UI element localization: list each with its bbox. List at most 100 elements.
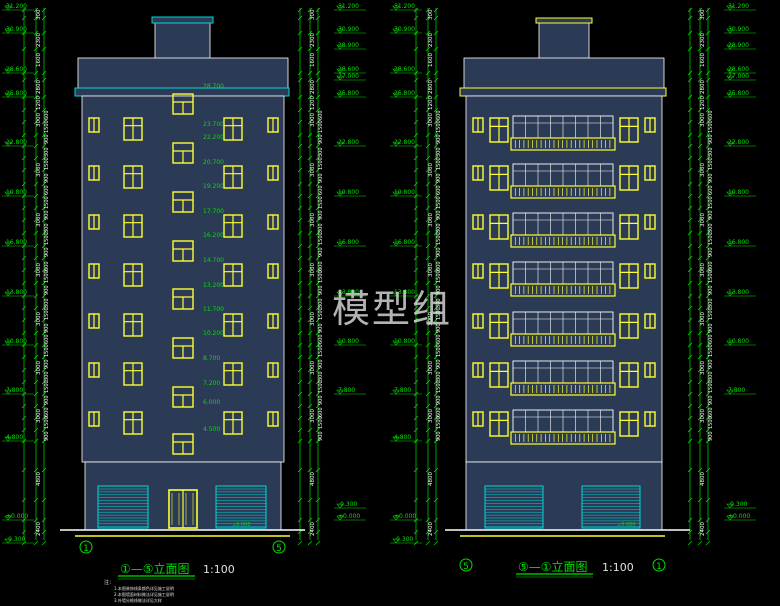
dimension-tick: [697, 540, 703, 546]
dimension-text: 300: [708, 371, 714, 381]
dimension-tick: [41, 403, 47, 409]
dimension-tick: [307, 167, 313, 173]
dimension-tick: [315, 415, 321, 421]
dimension-tick: [705, 354, 711, 360]
dimension-tick: [21, 230, 27, 236]
dimension-tick: [41, 30, 47, 36]
axis-label: 5: [463, 562, 469, 572]
level-label: 30.900: [338, 26, 359, 33]
dimension-tick: [425, 280, 431, 286]
dimension-tick: [33, 30, 39, 36]
dimension-text: 900: [318, 173, 324, 183]
level-marker: [336, 92, 344, 98]
dimension-text: 1500: [318, 120, 324, 133]
dimension-tick: [433, 107, 439, 113]
dimension-tick: [33, 119, 39, 125]
dimension-tick: [413, 217, 419, 223]
dimension-text: 900: [44, 173, 50, 183]
dimension-tick: [687, 77, 693, 83]
dimension-text: 900: [708, 247, 714, 257]
level-marker: [4, 538, 12, 544]
dimension-tick: [33, 15, 39, 21]
dimension-tick: [41, 230, 47, 236]
dimension-tick: [315, 30, 321, 36]
dimension-text: 1500: [44, 157, 50, 170]
dimension-text: 300: [36, 9, 42, 20]
dimension-tick: [425, 540, 431, 546]
stair-level-label: 17.700: [203, 208, 224, 215]
dimension-text: 600: [708, 334, 714, 344]
dimension-tick: [425, 46, 431, 52]
level-label: 27.000: [728, 73, 749, 80]
level-label: 16.800: [394, 239, 415, 246]
dimension-tick: [687, 143, 693, 149]
dimension-tick: [433, 529, 439, 535]
level-label: 28.600: [6, 66, 27, 73]
dimension-text: 3000: [700, 312, 706, 326]
dimension-tick: [697, 354, 703, 360]
dimension-tick: [705, 15, 711, 21]
level-marker: [4, 68, 12, 74]
dimension-tick: [697, 317, 703, 323]
dimension-tick: [425, 267, 431, 273]
level-label: 13.800: [728, 289, 749, 296]
level-marker: [726, 141, 734, 147]
dimension-tick: [705, 119, 711, 125]
level-label: 25.800: [6, 90, 27, 97]
dimension-tick: [315, 77, 321, 83]
dimension-tick: [433, 255, 439, 261]
dimension-tick: [425, 427, 431, 433]
dimension-text: 600: [44, 261, 50, 271]
dimension-tick: [425, 70, 431, 76]
dimension-tick: [705, 391, 711, 397]
dimension-tick: [687, 467, 693, 473]
dimension-tick: [33, 317, 39, 323]
level-marker: [726, 503, 734, 509]
dimension-tick: [687, 403, 693, 409]
dimension-tick: [687, 267, 693, 273]
dimension-tick: [433, 94, 439, 100]
level-marker: [336, 28, 344, 34]
dimension-tick: [425, 217, 431, 223]
dimension-tick: [413, 330, 419, 336]
dimension-tick: [705, 181, 711, 187]
dimension-tick: [297, 15, 303, 21]
dimension-text: 600: [318, 407, 324, 417]
dimension-tick: [413, 77, 419, 83]
dimension-tick: [41, 94, 47, 100]
balcony-railing: [510, 382, 616, 396]
dimension-text: 1600: [310, 53, 316, 67]
dimension-tick: [21, 305, 27, 311]
dimension-tick: [41, 467, 47, 473]
dimension-tick: [41, 391, 47, 397]
level-marker: [726, 340, 734, 346]
dimension-tick: [433, 342, 439, 348]
stair-level-label: 22.200: [203, 134, 224, 141]
dimension-tick: [297, 230, 303, 236]
dimension-tick: [297, 438, 303, 444]
dimension-text: 600: [436, 110, 442, 120]
dimension-tick: [697, 280, 703, 286]
dimension-tick: [705, 280, 711, 286]
dimension-tick: [315, 217, 321, 223]
dimension-tick: [41, 255, 47, 261]
dimension-tick: [697, 119, 703, 125]
dimension-tick: [297, 330, 303, 336]
level-label: 31.200: [728, 3, 749, 10]
level-label: 31.200: [6, 3, 27, 10]
dimension-tick: [433, 305, 439, 311]
dimension-text: 300: [318, 147, 324, 157]
dimension-tick: [315, 132, 321, 138]
dimension-tick: [697, 7, 703, 13]
level-marker: [726, 241, 734, 247]
dimension-tick: [697, 427, 703, 433]
dimension-tick: [697, 243, 703, 249]
roof-cornice: [74, 87, 290, 97]
dimension-tick: [41, 132, 47, 138]
level-marker: [336, 191, 344, 197]
dimension-tick: [697, 517, 703, 523]
dimension-tick: [413, 305, 419, 311]
dimension-tick: [687, 317, 693, 323]
dimension-tick: [425, 415, 431, 421]
dimension-text: 900: [318, 431, 324, 441]
